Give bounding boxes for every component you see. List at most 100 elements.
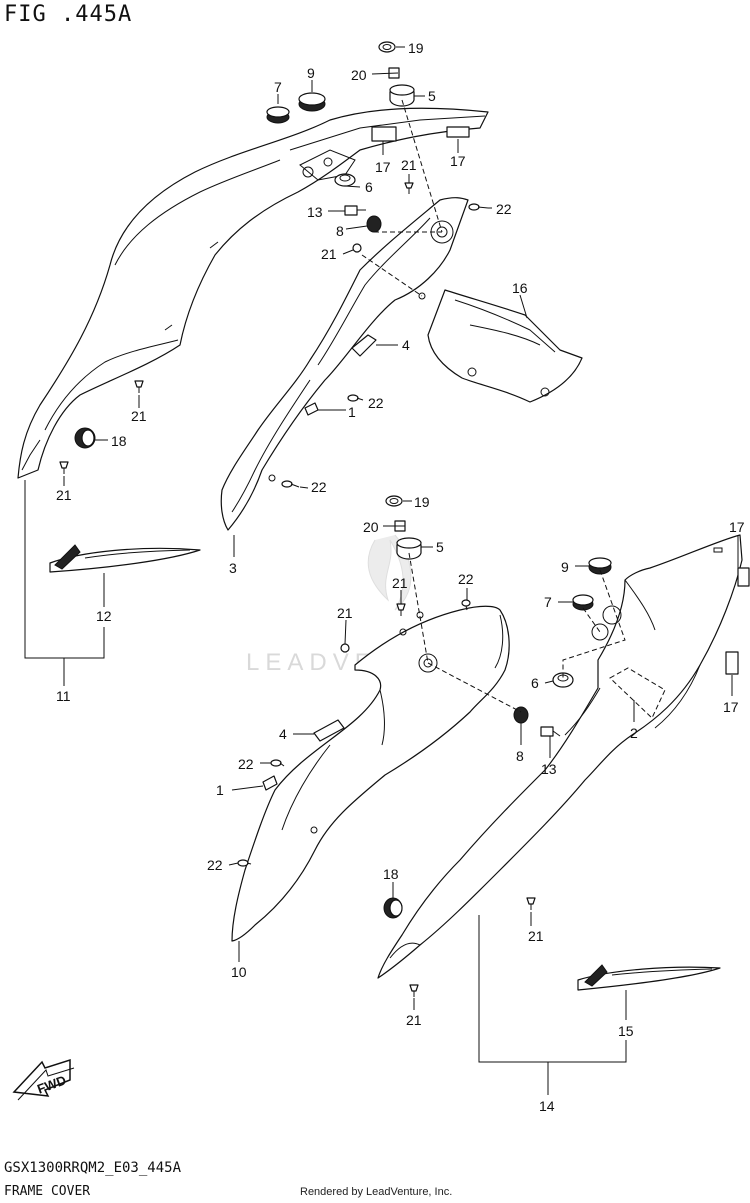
- part-15-emblem[interactable]: [577, 964, 721, 991]
- part-12-emblem[interactable]: [49, 544, 201, 573]
- part-21-clip-upper-b[interactable]: [352, 243, 362, 253]
- callout-22-upper-b: 22: [368, 395, 384, 411]
- lower-leader-lines: [228, 500, 739, 1095]
- callout-14: 14: [539, 1098, 555, 1114]
- part-17-label-right-b[interactable]: [725, 651, 739, 675]
- part-14-right-frame-cover[interactable]: [377, 534, 743, 979]
- callout-17-right-a: 17: [729, 519, 745, 535]
- callout-18-upper: 18: [111, 433, 127, 449]
- fwd-arrow-icon: FWD: [12, 1058, 75, 1101]
- part-22-screw-lower-a[interactable]: [461, 599, 471, 611]
- part-19-screw-lower[interactable]: [385, 495, 403, 507]
- drawing-code: GSX1300RRQM2_E03_445A: [4, 1160, 182, 1176]
- part-7-grommet-upper[interactable]: [266, 106, 290, 124]
- callout-2: 2: [630, 725, 638, 741]
- callout-22-lower-a: 22: [458, 571, 474, 587]
- part-18-cushion-lower[interactable]: [383, 897, 403, 919]
- callout-12: 12: [96, 608, 112, 624]
- part-5-cushion-upper[interactable]: [389, 84, 415, 107]
- part-4-spacer-lower[interactable]: [313, 719, 345, 742]
- callout-1-upper: 1: [348, 404, 356, 420]
- part-17-label-upper-a[interactable]: [371, 126, 397, 142]
- section-title: FRAME COVER: [4, 1184, 91, 1199]
- part-13-bolt-upper[interactable]: [344, 205, 366, 216]
- part-22-screw-upper-c[interactable]: [281, 480, 300, 488]
- part-1-cushion-upper[interactable]: [304, 402, 319, 416]
- callout-21-lower-d: 21: [406, 1012, 422, 1028]
- part-21-clip-upper-a[interactable]: [404, 182, 414, 194]
- callout-1-lower: 1: [216, 782, 224, 798]
- callout-21-lower-c: 21: [528, 928, 544, 944]
- callout-20-upper: 20: [351, 67, 367, 83]
- callout-6-lower: 6: [531, 675, 539, 691]
- part-10-inner-cover-right[interactable]: [231, 605, 510, 942]
- part-17-label-right-a[interactable]: [737, 567, 750, 587]
- part-22-screw-upper-a[interactable]: [468, 203, 489, 211]
- callout-4-lower: 4: [279, 726, 287, 742]
- callout-9-lower: 9: [561, 559, 569, 575]
- part-3-inner-cover[interactable]: [220, 197, 469, 531]
- callout-21-upper-b: 21: [321, 246, 337, 262]
- part-22-screw-upper-b[interactable]: [347, 394, 364, 402]
- part-2-label-area[interactable]: [609, 667, 666, 719]
- part-9-grommet-upper[interactable]: [298, 92, 326, 112]
- part-18-cushion-upper[interactable]: [74, 427, 96, 449]
- part-21-clip-lower-a[interactable]: [396, 603, 406, 616]
- part-17-label-upper-b[interactable]: [446, 126, 470, 138]
- callout-7-lower: 7: [544, 594, 552, 610]
- callout-15: 15: [618, 1023, 634, 1039]
- part-9-grommet-lower[interactable]: [588, 557, 612, 575]
- callout-10: 10: [231, 964, 247, 980]
- part-1-cushion-lower[interactable]: [262, 775, 278, 791]
- callout-5-lower: 5: [436, 539, 444, 555]
- callout-8-lower: 8: [516, 748, 524, 764]
- callout-6-upper: 6: [365, 179, 373, 195]
- callout-22-lower-b: 22: [238, 756, 254, 772]
- part-13-bolt-lower[interactable]: [540, 726, 561, 737]
- part-4-spacer-upper[interactable]: [351, 334, 377, 357]
- upper-leader-lines: [24, 46, 528, 686]
- part-21-clip-upper-d[interactable]: [59, 461, 69, 474]
- callout-5-upper: 5: [428, 88, 436, 104]
- callout-8-upper: 8: [336, 223, 344, 239]
- callout-13-lower: 13: [541, 761, 557, 777]
- callout-9-upper: 9: [307, 65, 315, 81]
- callout-22-upper-c: 22: [311, 479, 327, 495]
- callout-17-upper-a: 17: [375, 159, 391, 175]
- callout-18-lower: 18: [383, 866, 399, 882]
- part-21-clip-lower-c[interactable]: [526, 897, 536, 910]
- part-19-screw-upper[interactable]: [378, 41, 396, 53]
- callout-21-lower-a: 21: [392, 575, 408, 591]
- callout-3: 3: [229, 560, 237, 576]
- callout-22-lower-c: 22: [207, 857, 223, 873]
- callout-7-upper: 7: [274, 79, 282, 95]
- render-credit: Rendered by LeadVenture, Inc.: [300, 1186, 453, 1198]
- callout-21-upper-a: 21: [401, 157, 417, 173]
- callout-13-upper: 13: [307, 204, 323, 220]
- callout-17-upper-b: 17: [450, 153, 466, 169]
- callout-21-upper-c: 21: [131, 408, 147, 424]
- callout-22-upper-a: 22: [496, 201, 512, 217]
- part-5-cushion-lower[interactable]: [396, 537, 422, 560]
- part-21-clip-lower-b[interactable]: [340, 643, 350, 653]
- callout-21-upper-d: 21: [56, 487, 72, 503]
- part-16-inner-plate[interactable]: [427, 289, 583, 403]
- callout-17-right-b: 17: [723, 699, 739, 715]
- callout-19-upper: 19: [408, 40, 424, 56]
- part-6-nut-upper[interactable]: [334, 173, 356, 187]
- part-22-screw-lower-b[interactable]: [270, 759, 285, 767]
- part-21-clip-lower-d[interactable]: [409, 984, 419, 997]
- figure-id: FIG .445A: [4, 2, 133, 27]
- callout-labels: 19 20 5 7 9 17 17 21 6 13 22 8 21 16 4 2…: [56, 40, 745, 1114]
- callout-19-lower: 19: [414, 494, 430, 510]
- callout-4-upper: 4: [402, 337, 410, 353]
- callout-11: 11: [56, 688, 71, 704]
- part-7-grommet-lower[interactable]: [572, 594, 594, 611]
- part-8-cushion-upper[interactable]: [366, 215, 382, 233]
- callout-21-lower-b: 21: [337, 605, 353, 621]
- part-21-clip-upper-c[interactable]: [134, 380, 144, 393]
- callout-16: 16: [512, 280, 528, 296]
- callout-20-lower: 20: [363, 519, 379, 535]
